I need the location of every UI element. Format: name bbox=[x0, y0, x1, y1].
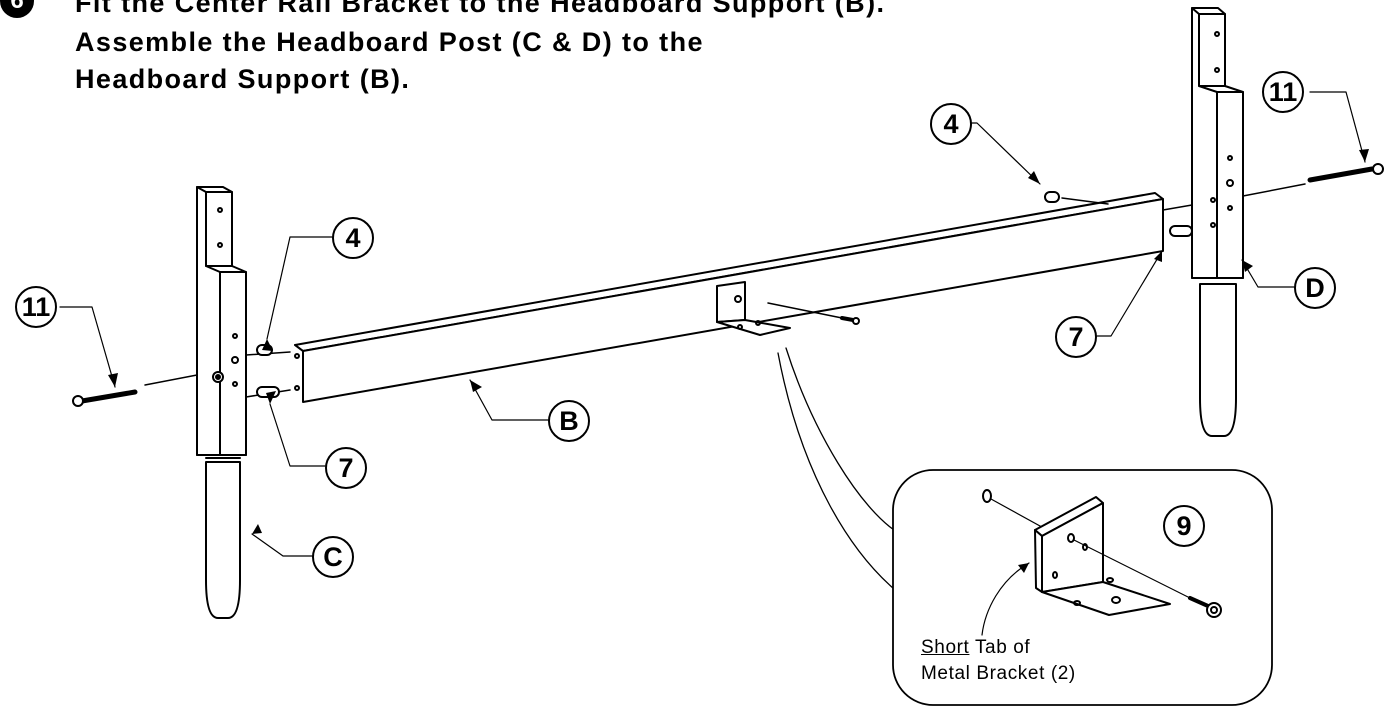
callout-part-b: B bbox=[548, 400, 590, 442]
instruction-line-2: Assemble the Headboard Post (C & D) to t… bbox=[75, 27, 704, 57]
inset-caption-rest: Tab of bbox=[969, 637, 1031, 658]
callout-part-11-left: 11 bbox=[15, 286, 57, 328]
rail-hole bbox=[294, 353, 300, 359]
instruction-block: 6 Fit the Center Rail Bracket to the Hea… bbox=[0, 0, 1392, 100]
inset-caption-line-2: Metal Bracket (2) bbox=[921, 663, 1076, 684]
dowel-7-right bbox=[1169, 225, 1193, 237]
leader-arrows bbox=[108, 149, 1369, 594]
rail-hole bbox=[294, 385, 300, 391]
inset-bracket-detail bbox=[981, 489, 1222, 636]
inset-caption-short: Short bbox=[921, 637, 970, 658]
instruction-line-1: Fit the Center Rail Bracket to the Headb… bbox=[75, 0, 886, 18]
rail-hole bbox=[1210, 222, 1216, 228]
callout-part-11-right: 11 bbox=[1262, 71, 1304, 113]
inset-caption-line-1: Short Tab of bbox=[921, 635, 1076, 661]
screw-center bbox=[840, 316, 860, 325]
instruction-line-3: Headboard Support (B). bbox=[75, 64, 411, 94]
callout-part-4-right: 4 bbox=[930, 103, 972, 145]
callout-part-7-left: 7 bbox=[325, 447, 367, 489]
callout-part-7-right: 7 bbox=[1055, 316, 1097, 358]
callout-part-d: D bbox=[1294, 267, 1336, 309]
bolt-11-left bbox=[72, 389, 138, 407]
inset-caption: Short Tab of Metal Bracket (2) bbox=[921, 635, 1076, 687]
bolt-11-right bbox=[1307, 163, 1384, 183]
callout-part-4-left: 4 bbox=[332, 217, 374, 259]
inset-pointer bbox=[777, 347, 913, 604]
callout-part-9: 9 bbox=[1163, 505, 1205, 547]
dowel-4-right bbox=[1044, 191, 1060, 203]
assembly-lines bbox=[144, 183, 1306, 398]
bolt-hole-inner-left bbox=[215, 374, 221, 380]
callout-part-c: C bbox=[312, 536, 354, 578]
rail-hole bbox=[1210, 197, 1216, 203]
center-metal-bracket bbox=[716, 281, 791, 336]
step-number-badge: 6 bbox=[0, 0, 34, 18]
post-c bbox=[196, 186, 247, 619]
post-d bbox=[1191, 7, 1244, 437]
